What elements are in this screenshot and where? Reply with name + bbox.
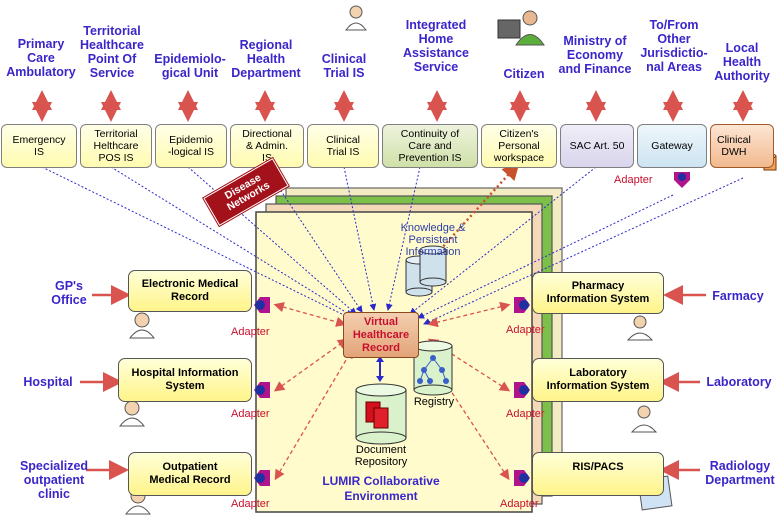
label-specialized-clinic: Specialized outpatient clinic [19,459,89,501]
label-territorial-pos: Territorial Healthcare Point Of Service [80,24,144,80]
adapter-label-outpatient: Adapter [231,498,270,510]
system-epidemiological-is[interactable]: Epidemio -logical IS [155,124,227,168]
registry-label: Registry [413,396,455,408]
knowledge-label: Knowledge & Persistent Information [400,222,466,258]
system-pharmacy-is[interactable]: Pharmacy Information System [532,272,664,314]
document-repository-label: Document Repository [354,444,408,468]
adapter-label-laboratory: Adapter [506,408,545,420]
knowledge-cylinder-icon [405,245,447,297]
label-radiology: Radiology Department [705,459,775,487]
label-ministry: Ministry of Economy and Finance [558,34,632,76]
adapter-gear-icons [254,172,690,486]
label-gp-office: GP's Office [51,279,87,307]
system-clinical-trial-is[interactable]: Clinical Trial IS [307,124,379,168]
system-continuity-care-is[interactable]: Continuity of Care and Prevention IS [382,124,478,168]
adapter-label-ris: Adapter [500,498,539,510]
citizen-connection [439,162,520,251]
system-territorial-pos-is[interactable]: Territorial Helthcare POS IS [80,124,152,168]
label-other-jurisdictions: To/From Other Jurisdictio- nal Areas [640,18,708,74]
label-local-health: Local Health Authority [714,41,770,83]
label-hospital: Hospital [23,375,73,389]
system-citizen-workspace[interactable]: Citizen's Personal workspace [481,124,557,168]
label-home-assistance: Integrated Home Assistance Service [402,18,469,74]
label-primary-care: Primary Care Ambulatory [6,37,76,79]
label-epidemiological-unit: Epidemiolo- gical Unit [154,52,226,80]
document-repository-icon [355,383,407,445]
label-regional-health: Regional Health Department [231,38,301,80]
adapter-label-pharmacy: Adapter [506,324,545,336]
registry-cylinder-icon [413,340,453,396]
adapter-label-emr: Adapter [231,326,270,338]
system-clinical-dwh[interactable]: Clinical DWH [710,124,774,168]
gateway-adapter-label: Adapter [614,174,653,186]
system-outpatient-record[interactable]: Outpatient Medical Record [128,452,252,496]
system-laboratory-is[interactable]: Laboratory Information System [532,358,664,402]
system-emergency-is[interactable]: Emergency IS [1,124,77,168]
system-emr[interactable]: Electronic Medical Record [128,270,252,312]
virtual-healthcare-record[interactable]: Virtual Healthcare Record [343,312,419,358]
system-gateway[interactable]: Gateway [637,124,707,168]
system-his[interactable]: Hospital Information System [118,358,252,402]
label-clinical-trial: Clinical Trial IS [321,52,367,80]
adapter-label-his: Adapter [231,408,270,420]
label-laboratory: Laboratory [706,375,772,389]
top-double-arrows [32,90,753,122]
system-ris-pacs[interactable]: RIS/PACS [532,452,664,496]
lumir-environment-label: LUMIR Collaborative Environment [322,474,440,503]
label-farmacy: Farmacy [712,289,764,303]
system-directional-admin-is[interactable]: Directional & Admin. IS [230,124,304,168]
label-citizen: Citizen [503,67,545,81]
system-sac-art-50[interactable]: SAC Art. 50 [560,124,634,168]
side-arrows [80,285,706,480]
